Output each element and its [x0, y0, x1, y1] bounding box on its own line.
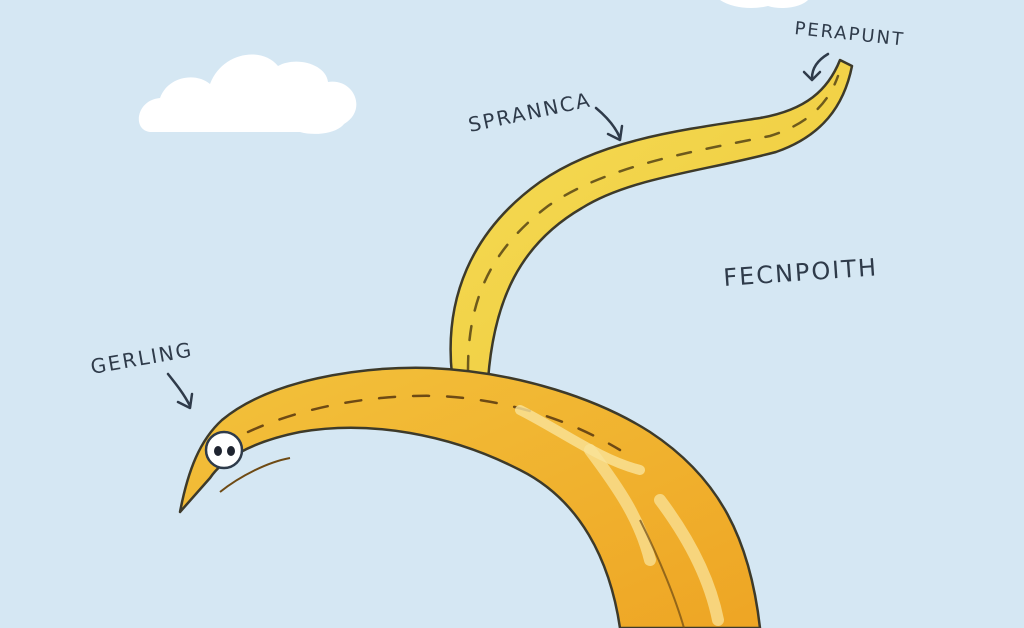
eyes-icon — [204, 430, 244, 470]
arrow-icon — [594, 106, 624, 142]
cloud-icon — [720, 0, 808, 8]
arrow-icon — [166, 372, 194, 410]
arrow-icon — [802, 52, 830, 82]
cloud-icon — [138, 54, 357, 134]
upper-worm — [449, 58, 854, 382]
lower-worm — [178, 366, 762, 628]
